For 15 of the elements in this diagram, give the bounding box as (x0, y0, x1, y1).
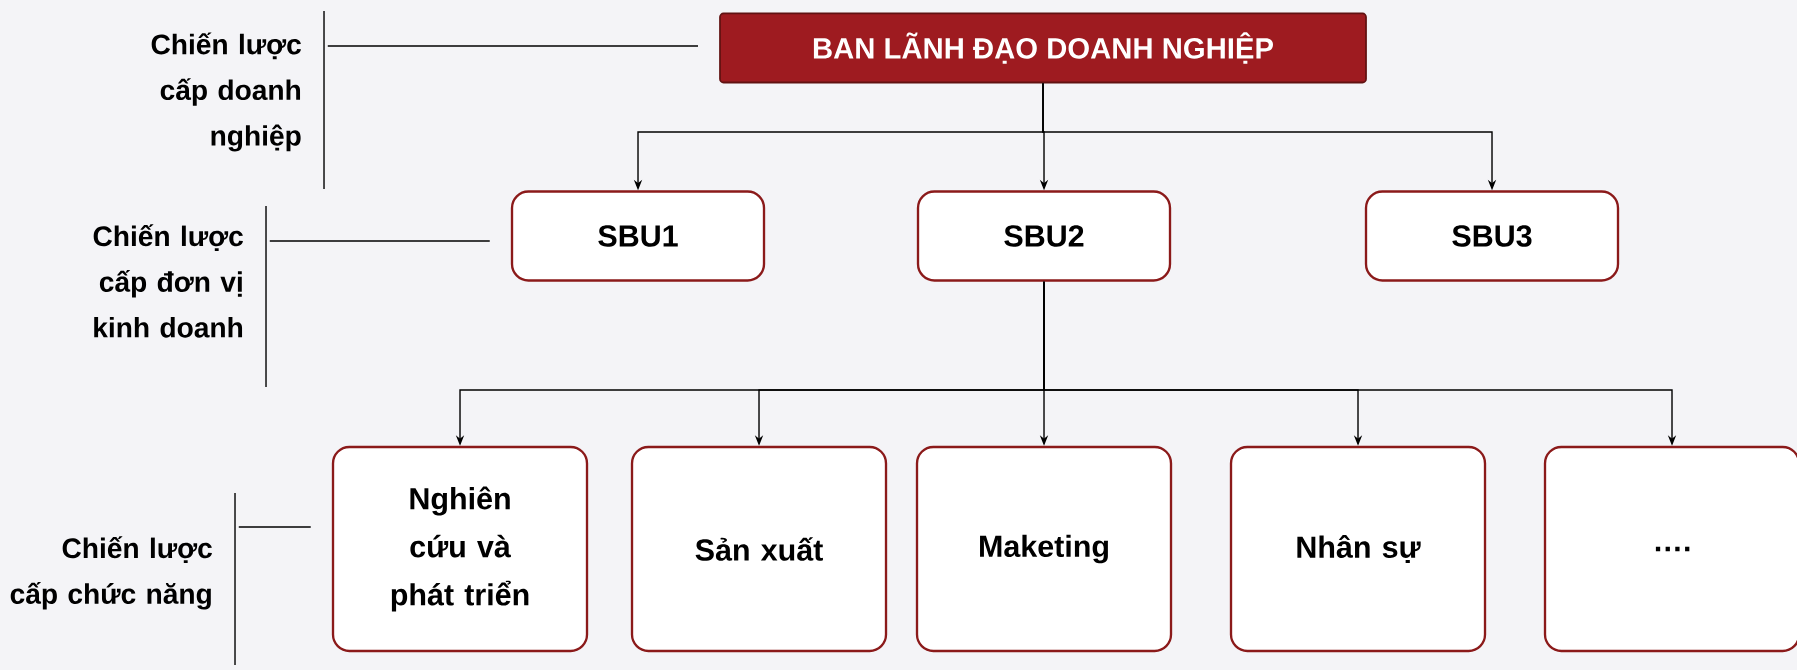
unit-box: Sản xuất (630, 445, 888, 653)
connector-line (238, 526, 312, 528)
unit-box: Maketing (915, 445, 1173, 653)
unit-box: SBU3 (1364, 190, 1620, 282)
level-label: Chiến lược cấp đơn vị kinh doanh (93, 224, 243, 338)
unit-box: SBU2 (916, 190, 1172, 282)
leader-box: BAN LÃNH ĐẠO DOANH NGHIỆP (719, 12, 1367, 84)
unit-box: SBU1 (510, 190, 766, 282)
level-label: Chiến lược cấp chức năng (10, 536, 212, 610)
connector-line (269, 240, 491, 242)
unit-box: Nhân sự (1229, 445, 1487, 653)
unit-box: Nghiên cứu và phát triển (331, 445, 589, 653)
level-label: Chiến lược cấp doanh nghiệp (151, 32, 301, 152)
connector-line (327, 45, 699, 47)
unit-box: …. (1543, 445, 1797, 653)
